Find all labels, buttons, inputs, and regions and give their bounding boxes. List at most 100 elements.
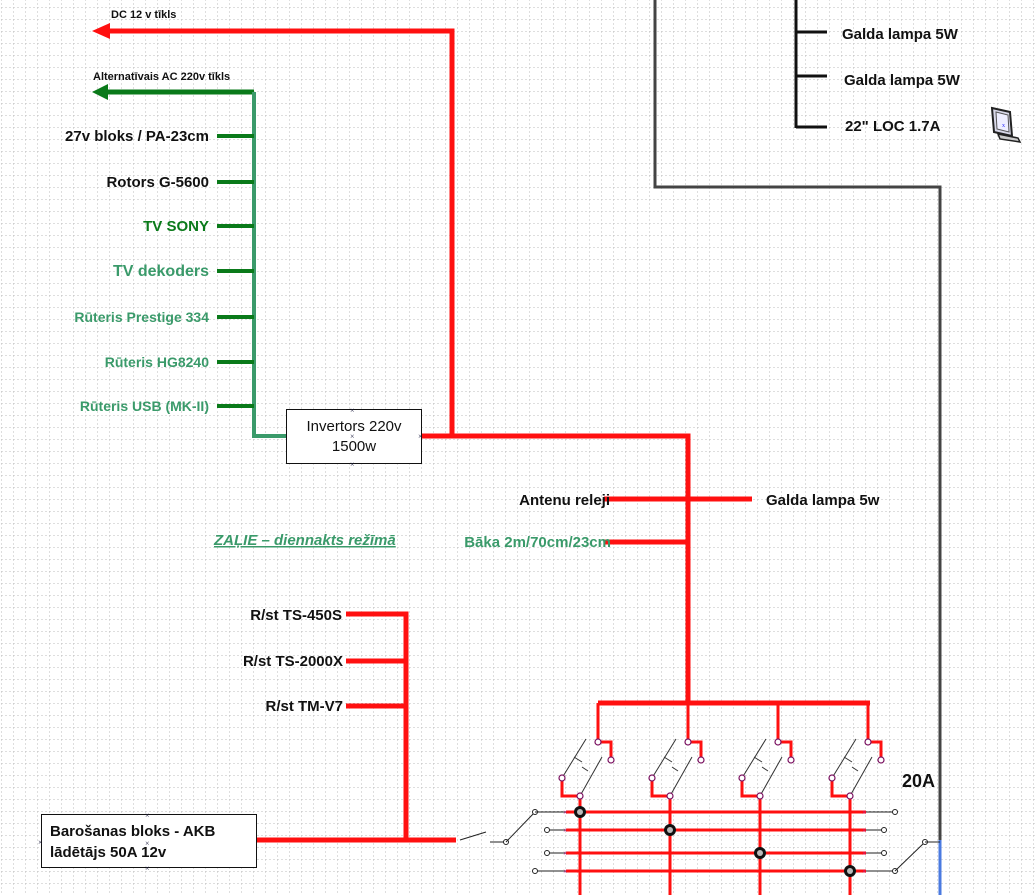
switch-terminal bbox=[877, 756, 885, 764]
ac-load-label: Rūteris Prestige 334 bbox=[74, 309, 209, 325]
switch-link bbox=[851, 766, 859, 772]
switch-blade bbox=[759, 756, 783, 797]
switch-link bbox=[753, 756, 763, 763]
junction-dot-center bbox=[577, 809, 583, 815]
switch-terminal bbox=[648, 774, 656, 782]
switch-link bbox=[671, 766, 679, 772]
switch-output bbox=[740, 778, 762, 895]
switch-blade bbox=[561, 738, 587, 779]
ac-load-label: TV SONY bbox=[143, 218, 209, 235]
power-supply-line2: lādētājs 50A 12v bbox=[50, 844, 167, 861]
switch-terminal bbox=[666, 792, 674, 800]
ac-load-label: 27v bloks / PA-23cm bbox=[65, 128, 209, 145]
dc-load-label: Antenu releji bbox=[519, 492, 610, 509]
terminal-marker: × bbox=[862, 849, 867, 858]
legend-note: ZAĻIE – diennakts režīmā bbox=[213, 532, 396, 549]
terminal-marker: × bbox=[563, 849, 568, 858]
radio-bus bbox=[256, 611, 456, 843]
switch-terminal bbox=[846, 792, 854, 800]
svg-text:×: × bbox=[145, 864, 150, 873]
switch-terminal bbox=[828, 774, 836, 782]
switch-feed bbox=[686, 703, 703, 760]
top-right-load-label: 22" LOC 1.7A bbox=[845, 118, 941, 135]
switch-blade bbox=[669, 756, 693, 797]
bus-right-stubs bbox=[866, 809, 898, 874]
power-supply-box[interactable]: Barošanas bloks - AKB lādētājs 50A 12v ×… bbox=[38, 811, 257, 873]
ac-load-label: Rūteris USB (MK-II) bbox=[80, 398, 209, 414]
switch-terminal bbox=[558, 774, 566, 782]
computer-monitor-icon[interactable]: x bbox=[990, 106, 1022, 143]
switch-blade bbox=[741, 738, 767, 779]
switch-blade bbox=[831, 738, 857, 779]
switch-feed bbox=[596, 703, 613, 760]
switch-output bbox=[830, 778, 852, 895]
radio-label: R/st TM-V7 bbox=[265, 698, 343, 715]
top-right-load-label: Galda lampa 5W bbox=[842, 26, 959, 43]
junction-dot-center bbox=[667, 827, 673, 833]
radio-label: R/st TS-2000X bbox=[243, 653, 343, 670]
dc-load-label: Galda lampa 5w bbox=[766, 492, 880, 509]
terminal-marker: × bbox=[862, 867, 867, 876]
gray-supply-line bbox=[653, 0, 942, 895]
switch-link bbox=[573, 756, 583, 763]
switch-feed bbox=[776, 703, 793, 760]
junction-dot-center bbox=[847, 868, 853, 874]
power-supply-line1: Barošanas bloks - AKB bbox=[50, 823, 215, 840]
switch-blade bbox=[849, 756, 873, 797]
terminal-marker: × bbox=[563, 826, 568, 835]
switch-terminal bbox=[594, 738, 602, 746]
fuse-label: 20A bbox=[902, 771, 935, 791]
svg-text:×: × bbox=[418, 432, 423, 441]
switch-terminal bbox=[576, 792, 584, 800]
radio-label: R/st TS-450S bbox=[250, 607, 342, 624]
terminal-marker: × bbox=[862, 808, 867, 817]
bus-left-stubs bbox=[532, 827, 566, 874]
terminal-marker: × bbox=[563, 808, 568, 817]
switch-feed bbox=[866, 703, 883, 760]
svg-text:×: × bbox=[38, 838, 43, 847]
switch-matrix: × × × × × × × × bbox=[558, 703, 885, 895]
dc-output-arrow bbox=[92, 23, 455, 436]
switch-terminal bbox=[787, 756, 795, 764]
switch-terminal bbox=[774, 738, 782, 746]
switch-terminal bbox=[738, 774, 746, 782]
ac-load-label: Rotors G-5600 bbox=[106, 174, 209, 191]
switch-terminal bbox=[756, 792, 764, 800]
inverter-box[interactable]: Invertors 220v 1500w × × × × bbox=[286, 406, 423, 469]
svg-text:x: x bbox=[1002, 123, 1005, 129]
switch-output bbox=[560, 778, 582, 895]
switch-terminal bbox=[864, 738, 872, 746]
svg-text:×: × bbox=[350, 460, 355, 469]
main-switch[interactable] bbox=[459, 809, 566, 845]
switch-link bbox=[843, 756, 853, 763]
dc-load-label: Bāka 2m/70cm/23cm bbox=[464, 534, 611, 551]
fuse-switch[interactable] bbox=[894, 839, 940, 872]
main-dc-bus bbox=[422, 433, 870, 706]
top-right-load-bus bbox=[794, 0, 827, 129]
top-right-load-label: Galda lampa 5W bbox=[844, 72, 961, 89]
switch-terminal bbox=[607, 756, 615, 764]
dc-network-label: DC 12 v tīkls bbox=[111, 9, 176, 21]
switch-link bbox=[663, 756, 673, 763]
inverter-label-line2: 1500w bbox=[332, 438, 376, 455]
switch-blade bbox=[579, 756, 603, 797]
ac-load-label: Rūteris HG8240 bbox=[105, 354, 209, 370]
terminal-marker: × bbox=[862, 826, 867, 835]
switch-link bbox=[581, 766, 589, 772]
switch-output bbox=[650, 778, 672, 895]
switch-blade bbox=[651, 738, 677, 779]
svg-text:×: × bbox=[145, 839, 150, 848]
ac-output-arrow bbox=[92, 84, 287, 438]
svg-text:×: × bbox=[350, 432, 355, 441]
ac-load-label: TV dekoders bbox=[113, 263, 209, 280]
inverter-label-line1: Invertors 220v bbox=[306, 418, 402, 435]
switch-terminal bbox=[684, 738, 692, 746]
switch-link bbox=[761, 766, 769, 772]
svg-text:×: × bbox=[145, 811, 150, 820]
terminal-marker: × bbox=[563, 867, 568, 876]
junction-dot-center bbox=[757, 850, 763, 856]
ac-network-label: Alternatīvais AC 220v tīkls bbox=[93, 71, 230, 83]
